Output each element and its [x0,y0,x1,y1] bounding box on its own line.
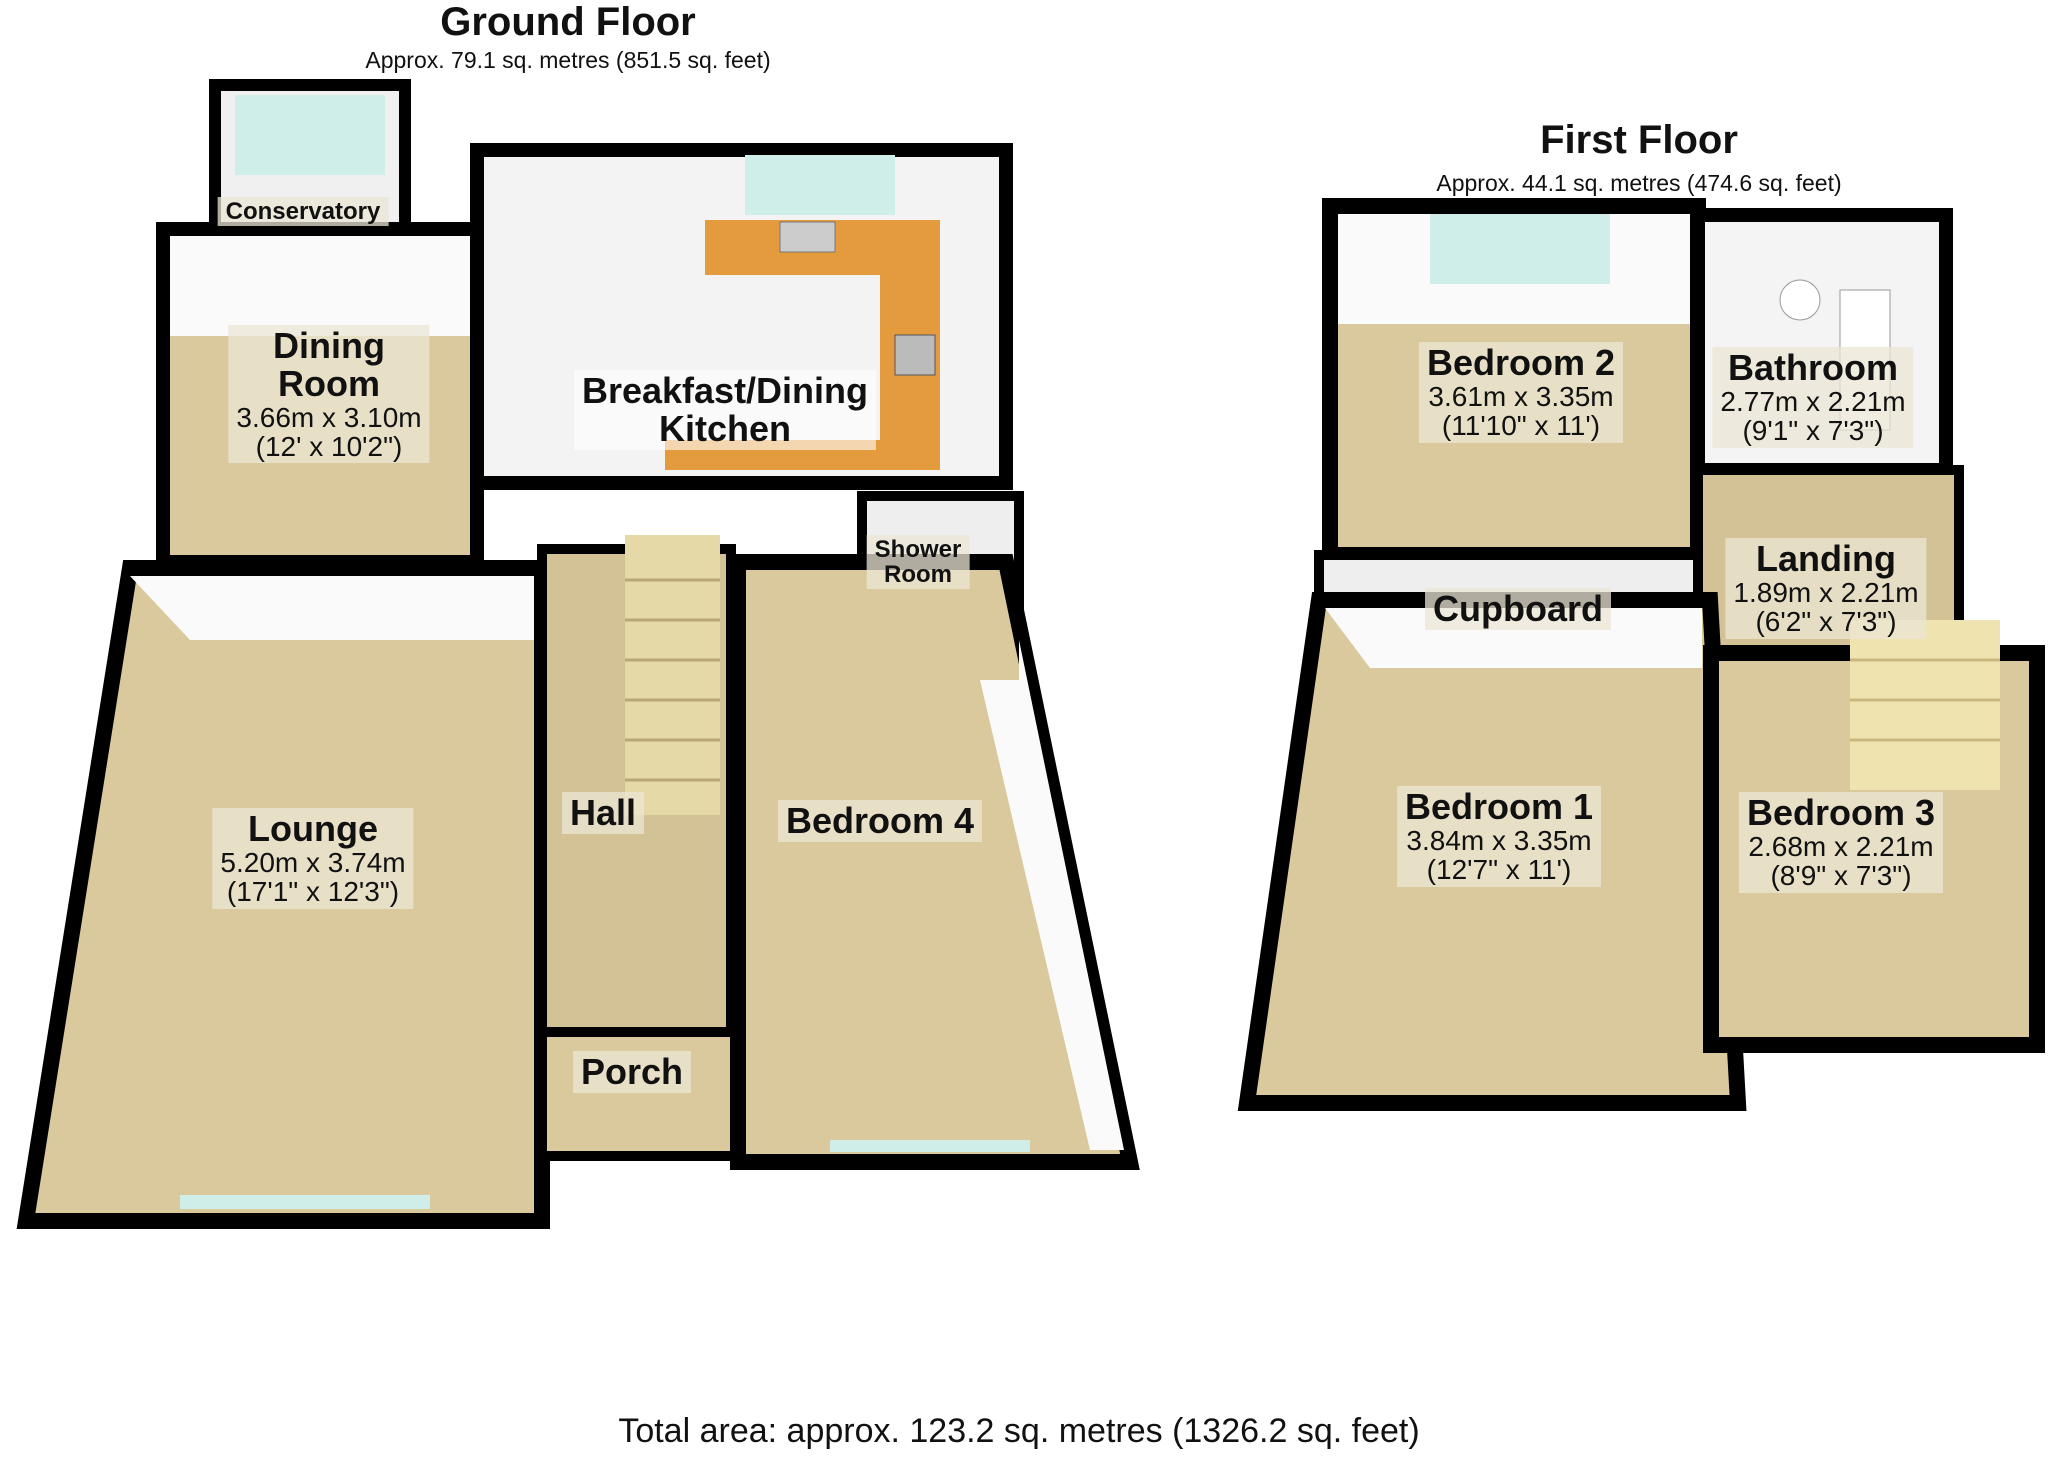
room-dimensions-metric: 1.89m x 2.21m [1733,576,1919,608]
room-name: Breakfast/Dining [581,370,869,411]
dining-room-wall [170,236,470,336]
ground-floor-area: Approx. 79.1 sq. metres (851.5 sq. feet) [365,47,771,73]
room-name: Porch [580,1051,684,1092]
room-dimensions-metric: 2.68m x 2.21m [1748,830,1934,862]
dining-room-label: Dining Room 3.66m x 3.10m (12' x 10'2") [228,325,430,464]
hob-icon [894,334,936,376]
bedroom4-floor [730,554,1140,1170]
room-name: Bedroom 3 [1746,792,1936,833]
room-name: Lounge [248,808,378,849]
room-name: Landing [1756,538,1896,579]
room-name: Shower [874,536,962,563]
kitchen-label: Breakfast/Dining Kitchen [573,370,877,450]
bedroom4-label: Bedroom 4 [777,800,983,842]
total-area: Total area: approx. 123.2 sq. metres (13… [618,1412,1420,1450]
room-name: Room [277,362,380,404]
cupboard-label: Cupboard [1425,588,1611,630]
first-floor-area: Approx. 44.1 sq. metres (474.6 sq. feet) [1436,170,1842,196]
landing-label: Landing 1.89m x 2.21m (6'2" x 7'3") [1725,538,1927,639]
bedroom3-label: Bedroom 3 2.68m x 2.21m (8'9" x 7'3") [1738,792,1944,893]
bedroom4-wall [980,640,1124,1150]
conservatory-glass [235,95,385,175]
room-dimensions-metric: 3.61m x 3.35m [1428,380,1614,412]
sink-icon [779,221,836,253]
first-floor-title: First Floor [1540,118,1738,162]
basin-icon [1779,279,1821,321]
room-name: Bedroom 2 [1426,342,1616,383]
bedroom2-label: Bedroom 2 3.61m x 3.35m (11'10" x 11') [1418,342,1624,443]
room-dimensions-metric: 3.66m x 3.10m [236,401,422,433]
room-name: Bathroom [1727,347,1898,388]
room-dimensions-metric: 3.84m x 3.35m [1406,824,1592,856]
lounge-label: Lounge 5.20m x 3.74m (17'1" x 12'3") [212,808,414,909]
kitchen-window [745,155,895,215]
room-name: Bedroom 4 [785,800,975,841]
room-name: Cupboard [1433,588,1603,629]
room-dimensions-imperial: (8'9" x 7'3") [1770,860,1912,892]
first-floor-plan [1237,198,2045,1111]
porch-label: Porch [572,1051,692,1093]
room-dimensions-imperial: (6'2" x 7'3") [1755,606,1897,638]
room-dimensions-imperial: (12' x 10'2") [255,430,403,462]
room-name: Dining [273,325,385,366]
room-name: Bedroom 1 [1404,786,1594,827]
lounge-wall [130,576,534,640]
hall-label: Hall [561,792,645,834]
bedroom1-label: Bedroom 1 3.84m x 3.35m (12'7" x 11') [1396,786,1602,887]
shower-room-label: Shower Room [866,535,970,590]
hall-stairs [625,535,720,815]
room-name: Conservatory [225,198,381,225]
room-dimensions-imperial: (12'7" x 11') [1426,854,1572,886]
room-dimensions-metric: 5.20m x 3.74m [220,846,406,878]
room-dimensions-imperial: (17'1" x 12'3") [226,876,400,908]
room-dimensions-metric: 2.77m x 2.21m [1720,385,1906,417]
room-name: Hall [569,792,637,833]
room-dimensions-imperial: (11'10" x 11') [1441,410,1601,442]
bedroom4-window [830,1140,1030,1152]
room-name: Room [884,561,952,589]
room-dimensions-imperial: (9'1" x 7'3") [1742,415,1884,447]
landing-stairs [1850,620,2000,790]
room-name: Kitchen [658,407,792,449]
bedroom2-window [1430,214,1610,284]
conservatory-label: Conservatory [217,197,389,227]
lounge-window [180,1195,430,1209]
ground-floor-title: Ground Floor [440,0,696,44]
bathroom-label: Bathroom 2.77m x 2.21m (9'1" x 7'3") [1712,347,1914,448]
